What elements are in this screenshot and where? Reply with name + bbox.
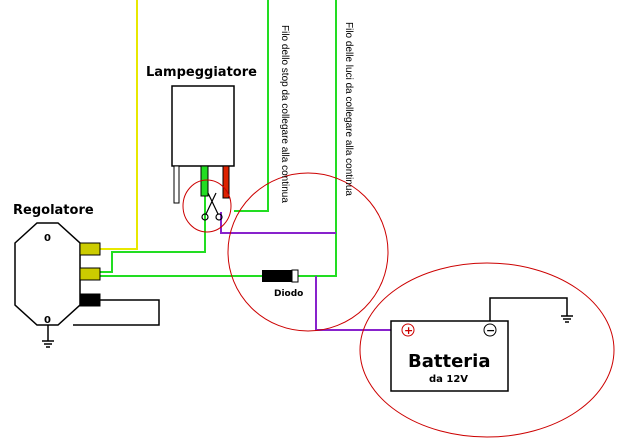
battery-ground-wire (489, 297, 568, 321)
green-wire-stop (234, 0, 269, 212)
flasher-label: Lampeggiatore (146, 65, 257, 80)
regulator-connector-yellow-top (79, 242, 101, 256)
battery-ground-icon (561, 315, 573, 323)
black-wire-loop (73, 299, 160, 326)
highlight-circle-junction (227, 172, 389, 332)
regulator-connector-black (79, 293, 101, 307)
purple-wire-top (220, 212, 336, 234)
battery-label: Batteria (408, 351, 490, 372)
flasher-lead-red (222, 165, 230, 199)
diode-label: Diodo (274, 289, 303, 299)
purple-wire-battery (315, 276, 401, 331)
highlight-circle-battery (359, 262, 615, 438)
green-wire-lights (298, 0, 337, 277)
regulator-ground-icon (42, 340, 54, 348)
diode-band (291, 269, 299, 283)
battery-minus-terminal (483, 323, 497, 337)
highlight-circle-cut (182, 179, 232, 233)
flasher-body (171, 85, 235, 167)
regulator-terminal-top-label: 0 (44, 233, 51, 244)
lights-wire-label: Filo delle luci da collegare alla contin… (343, 22, 354, 196)
flasher-lead-white (173, 165, 180, 204)
battery-voltage-label: da 12V (429, 374, 468, 385)
scissors-icon (201, 192, 223, 221)
diode-body (262, 270, 292, 282)
green-wire-flasher (100, 196, 206, 273)
regulator-terminal-bottom-label: 0 (44, 315, 51, 326)
yellow-wire (100, 0, 138, 250)
stop-wire-label: Filo dello stop da collegare alla contin… (279, 25, 290, 203)
battery-plus-icon: + (404, 324, 413, 337)
regulator-label: Regolatore (13, 203, 94, 218)
battery-minus-icon: − (486, 324, 495, 337)
regulator-connector-yellow-mid (79, 267, 101, 281)
battery-plus-terminal (401, 323, 415, 337)
